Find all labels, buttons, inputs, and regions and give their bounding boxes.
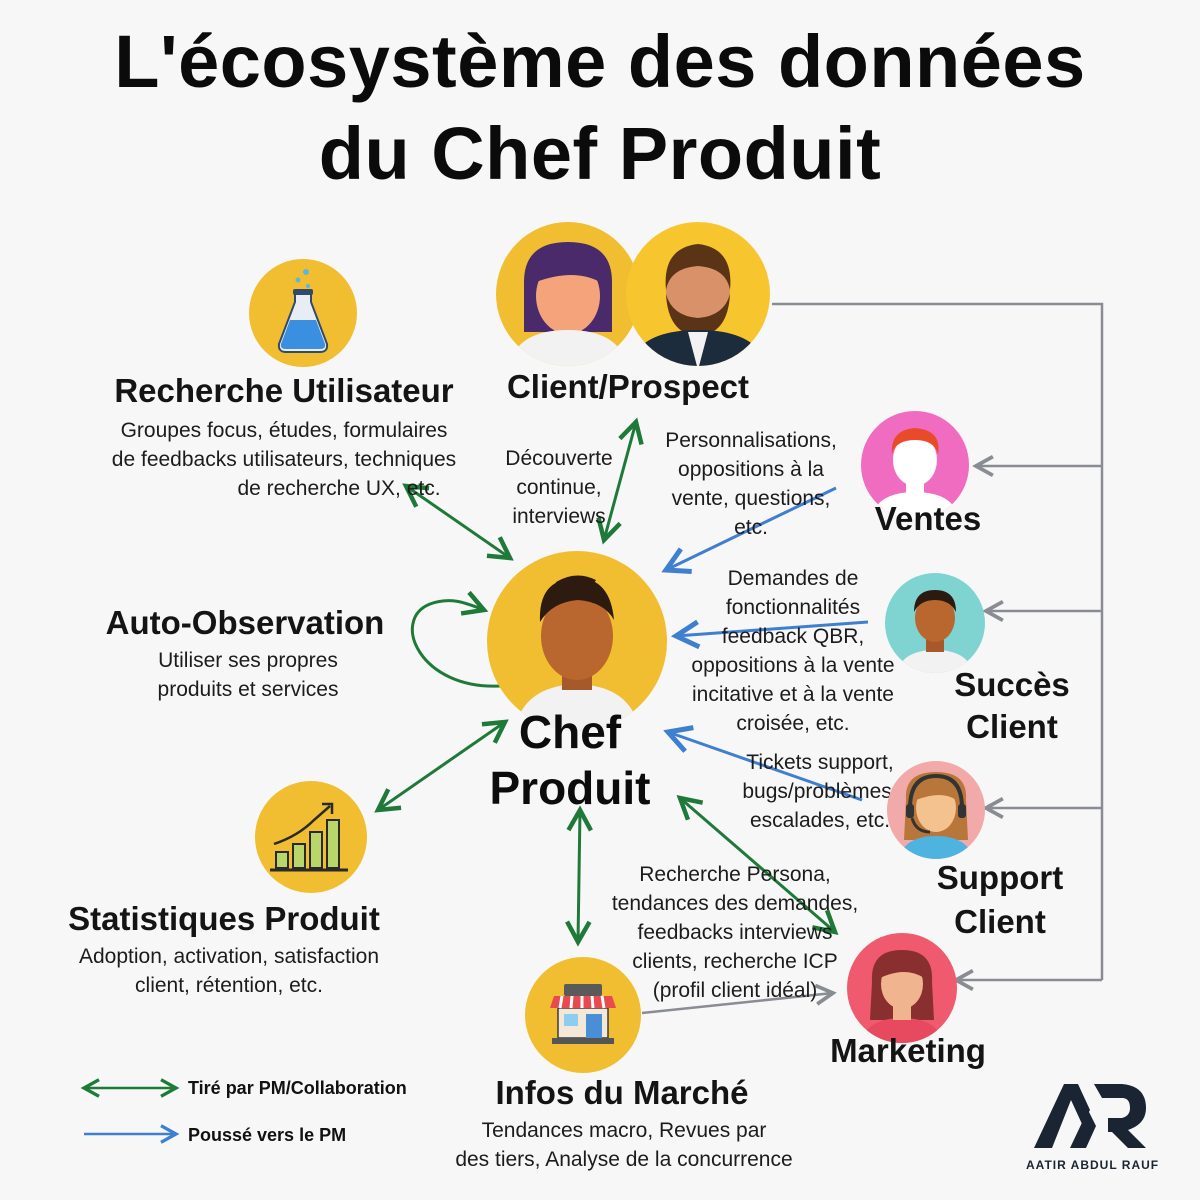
flow-line: etc. bbox=[734, 516, 768, 539]
flow-line: croisée, etc. bbox=[736, 712, 850, 735]
marketing-flow-label: Recherche Persona, tendances des demande… bbox=[590, 860, 880, 1005]
flow-line: Découverte bbox=[505, 447, 613, 470]
arrow-market bbox=[578, 810, 580, 942]
arrow-client bbox=[604, 422, 636, 540]
page-title: L'écosystème des données du Chef Produit bbox=[0, 20, 1200, 196]
title-line-1: L'écosystème des données bbox=[114, 20, 1086, 103]
user-research-desc-line: de feedbacks utilisateurs, techniques bbox=[111, 448, 457, 471]
customer-success-heading: Succès Client bbox=[930, 664, 1094, 748]
flow-line: Recherche Persona, bbox=[639, 863, 831, 886]
arrow-support bbox=[668, 732, 863, 802]
product-stats-desc-line: Adoption, activation, satisfaction bbox=[78, 945, 379, 968]
user-research-heading: Recherche Utilisateur bbox=[114, 372, 454, 409]
product-stats-heading: Statistiques Produit bbox=[68, 900, 380, 937]
flask-icon bbox=[249, 259, 357, 367]
flow-line: tendances des demandes, bbox=[611, 892, 859, 915]
flow-line: clients, recherche ICP bbox=[632, 950, 838, 973]
arrow-marketing bbox=[680, 798, 835, 932]
center-title-line: Produit bbox=[489, 762, 651, 814]
market-info-heading: Infos du Marché bbox=[495, 1074, 749, 1111]
center-node-title: Chef Produit bbox=[470, 704, 670, 816]
flow-line: Tickets support, bbox=[746, 751, 894, 774]
flow-line: feedback QBR, bbox=[721, 625, 865, 648]
sales-avatar-icon bbox=[861, 411, 969, 519]
blue-arrows bbox=[666, 486, 869, 802]
center-title-line: Chef bbox=[518, 706, 622, 758]
legend-pushed-label: Poussé vers le PM bbox=[188, 1125, 347, 1145]
arrow-user-research bbox=[406, 486, 510, 558]
product-stats-description: Adoption, activation, satisfaction clien… bbox=[34, 942, 424, 1000]
customer-avatars-icon bbox=[496, 222, 770, 366]
user-research-description: Groupes focus, études, formulaires de fe… bbox=[84, 416, 484, 503]
brand-logo-icon bbox=[1034, 1084, 1146, 1148]
flow-line: Personnalisations, bbox=[665, 429, 837, 452]
sales-heading: Ventes bbox=[874, 500, 982, 537]
self-observation-desc-line: produits et services bbox=[157, 678, 339, 701]
support-flow-label: Tickets support, bugs/problèmes, escalad… bbox=[720, 748, 920, 835]
brand-name: AATIR ABDUL RAUF bbox=[1026, 1158, 1160, 1172]
market-info-description: Tendances macro, Revues par des tiers, A… bbox=[404, 1116, 844, 1174]
flow-line: interviews bbox=[512, 505, 606, 528]
customer-support-heading-line: Client bbox=[954, 903, 1046, 940]
discovery-flow-label: Découverte continue, interviews bbox=[488, 444, 630, 531]
bar-chart-icon bbox=[255, 781, 367, 893]
market-info-desc-line: des tiers, Analyse de la concurrence bbox=[455, 1148, 793, 1171]
arrow-self-observation bbox=[411, 601, 501, 688]
client-prospect-heading: Client/Prospect bbox=[506, 368, 750, 405]
self-observation-description: Utiliser ses propres produits et service… bbox=[108, 646, 388, 704]
gray-arrow-market-to-marketing bbox=[641, 993, 833, 1015]
self-observation-desc-line: Utiliser ses propres bbox=[158, 649, 338, 672]
flow-line: oppositions à la vente bbox=[691, 654, 895, 677]
user-research-desc-line: de recherche UX, etc. bbox=[237, 477, 441, 500]
market-info-desc-line: Tendances macro, Revues par bbox=[481, 1119, 767, 1142]
customer-success-heading-line: Succès bbox=[954, 666, 1070, 703]
storefront-icon bbox=[525, 957, 641, 1073]
flow-line: feedbacks interviews bbox=[637, 921, 833, 944]
flow-line: continue, bbox=[516, 476, 602, 499]
success-flow-label: Demandes de fonctionnalités feedback QBR… bbox=[668, 564, 918, 738]
green-arrows bbox=[378, 422, 835, 942]
user-research-desc-line: Groupes focus, études, formulaires bbox=[120, 419, 448, 442]
support-headset-avatar-icon bbox=[887, 761, 985, 859]
gray-trunk-line bbox=[772, 302, 1104, 980]
legend-pulled-label: Tiré par PM/Collaboration bbox=[188, 1078, 407, 1098]
sales-flow-label: Personnalisations, oppositions à la vent… bbox=[646, 426, 856, 542]
customer-support-heading-line: Support bbox=[936, 859, 1064, 896]
flow-line: bugs/problèmes, bbox=[742, 780, 898, 803]
customer-support-heading: Support Client bbox=[914, 856, 1086, 944]
self-observation-heading: Auto-Observation bbox=[105, 604, 385, 641]
gray-connectors bbox=[641, 302, 1104, 1015]
arrow-sales bbox=[666, 486, 837, 570]
arrow-stats bbox=[378, 722, 505, 810]
flow-line: Demandes de bbox=[727, 567, 859, 590]
product-stats-desc-line: client, rétention, etc. bbox=[135, 974, 323, 997]
marketing-avatar-icon bbox=[847, 933, 957, 1043]
legend-arrows bbox=[78, 1074, 184, 1154]
flow-line: fonctionnalités bbox=[725, 596, 861, 619]
marketing-heading: Marketing bbox=[830, 1032, 986, 1069]
product-manager-avatar-icon bbox=[487, 551, 667, 731]
flow-line: (profil client idéal) bbox=[652, 979, 818, 1002]
flow-line: incitative et à la vente bbox=[692, 683, 894, 706]
arrow-success bbox=[676, 622, 869, 636]
flow-line: oppositions à la bbox=[678, 458, 824, 481]
flow-line: escalades, etc. bbox=[749, 809, 891, 832]
title-line-2: du Chef Produit bbox=[318, 112, 882, 195]
customer-success-heading-line: Client bbox=[966, 708, 1058, 745]
customer-success-avatar-icon bbox=[885, 573, 985, 673]
flow-line: vente, questions, bbox=[671, 487, 831, 510]
